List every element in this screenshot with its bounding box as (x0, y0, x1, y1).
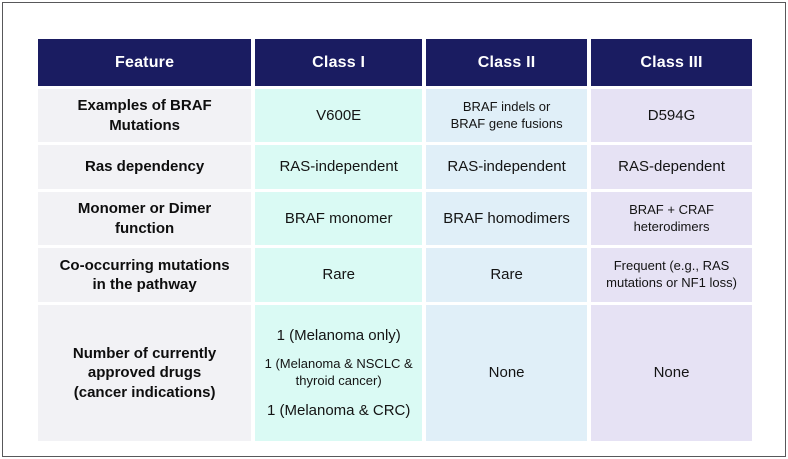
table-row-ras-dependency: Ras dependency RAS-independent RAS-indep… (38, 145, 752, 189)
drug-entry-melanoma-nsclc-thyroid: 1 (Melanoma & NSCLC & thyroid cancer) (264, 356, 413, 388)
feature-cell-approved-drugs: Number of currently approved drugs (canc… (38, 305, 252, 441)
drug-entry-melanoma-crc: 1 (Melanoma & CRC) (266, 401, 411, 419)
header-cell-feature: Feature (38, 39, 252, 86)
approved-drugs-list: 1 (Melanoma only) 1 (Melanoma & NSCLC & … (261, 326, 416, 420)
table-row-examples: Examples of BRAF Mutations V600E BRAF in… (38, 89, 752, 142)
feature-cell-examples: Examples of BRAF Mutations (38, 89, 252, 142)
cell-co-occurring-class-3: Frequent (e.g., RAS mutations or NF1 los… (591, 248, 752, 302)
cell-monomer-class-3: BRAF + CRAF heterodimers (591, 192, 752, 245)
cell-monomer-class-2: BRAF homodimers (426, 192, 588, 245)
feature-cell-monomer-dimer: Monomer or Dimer function (38, 192, 252, 245)
cell-examples-class-2: BRAF indels or BRAF gene fusions (426, 89, 588, 142)
braf-mutation-classes-table: Feature Class I Class II Class III Examp… (34, 36, 756, 444)
header-cell-class-3: Class III (591, 39, 752, 86)
cell-examples-class-3: D594G (591, 89, 752, 142)
table-row-monomer-dimer: Monomer or Dimer function BRAF monomer B… (38, 192, 752, 245)
drug-entry-melanoma-only: 1 (Melanoma only) (276, 327, 401, 345)
feature-cell-ras-dependency: Ras dependency (38, 145, 252, 189)
header-cell-class-2: Class II (426, 39, 588, 86)
cell-examples-class-1: V600E (255, 89, 423, 142)
cell-co-occurring-class-1: Rare (255, 248, 423, 302)
table-row-approved-drugs: Number of currently approved drugs (canc… (38, 305, 752, 441)
cell-approved-drugs-class-2: None (426, 305, 588, 441)
header-row: Feature Class I Class II Class III (38, 39, 752, 86)
cell-ras-class-1: RAS-independent (255, 145, 423, 189)
cell-approved-drugs-class-1: 1 (Melanoma only) 1 (Melanoma & NSCLC & … (255, 305, 423, 441)
table-row-co-occurring-mutations: Co-occurring mutations in the pathway Ra… (38, 248, 752, 302)
feature-cell-co-occurring: Co-occurring mutations in the pathway (38, 248, 252, 302)
cell-monomer-class-1: BRAF monomer (255, 192, 423, 245)
cell-approved-drugs-class-3: None (591, 305, 752, 441)
header-cell-class-1: Class I (255, 39, 423, 86)
cell-ras-class-2: RAS-independent (426, 145, 588, 189)
cell-ras-class-3: RAS-dependent (591, 145, 752, 189)
cell-co-occurring-class-2: Rare (426, 248, 588, 302)
